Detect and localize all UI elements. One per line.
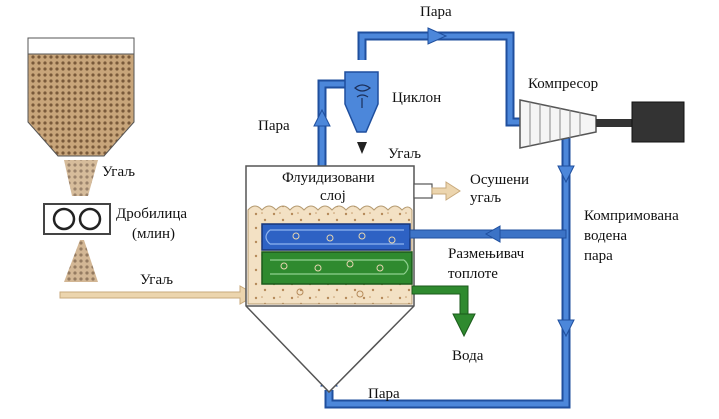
label-steam-left: Пара: [258, 118, 290, 134]
labels: Пара Пара Пара Циклон Компресор Угаљ Уга…: [102, 4, 679, 402]
crusher-icon: [43, 203, 111, 235]
label-cyclone: Циклон: [392, 90, 441, 106]
arrow-up-left: [313, 108, 331, 127]
label-dried-1: Осушени: [470, 172, 529, 188]
arrow-down-right-2: [557, 319, 575, 338]
label-dried-2: угаљ: [470, 190, 501, 206]
compressor-icon: [519, 99, 632, 149]
label-coal-feed: Угаљ: [140, 272, 173, 288]
label-steam-top: Пара: [420, 4, 452, 20]
bed-particles: [280, 232, 396, 298]
coal-feed-arrow: [59, 285, 258, 305]
heat-exchanger-water: [261, 251, 476, 338]
label-bed-2: слој: [320, 188, 346, 204]
falling-coal: [64, 160, 98, 196]
motor-icon: [631, 101, 685, 143]
arrow-right-top: [427, 27, 448, 45]
cyclone-icon: [344, 71, 379, 133]
label-compressed-1: Компримована: [584, 208, 679, 224]
arrow-left-hx: [484, 225, 501, 243]
dried-coal-outlet: [413, 181, 461, 201]
label-coal-top: Угаљ: [102, 164, 135, 180]
label-compressor: Компресор: [528, 76, 598, 92]
label-compressed-2: водена: [584, 228, 627, 244]
label-crusher-1: Дробилица: [116, 206, 187, 222]
label-bed-1: Флуидизовани: [282, 170, 375, 186]
coal-hopper: [27, 37, 135, 157]
label-steam-bottom: Пара: [368, 386, 400, 402]
crushed-coal: [64, 240, 98, 282]
heat-exchanger-steam: [261, 223, 567, 251]
label-water: Вода: [452, 348, 484, 364]
label-hx-1: Размењивач: [448, 246, 525, 262]
label-coal-cyclone: Угаљ: [388, 146, 421, 162]
arrow-down-right-1: [557, 165, 575, 184]
cyclone-coal-arrow: [357, 142, 367, 154]
arrow-down-water: [452, 313, 476, 338]
label-crusher-2: (млин): [132, 226, 175, 242]
label-compressed-3: пара: [584, 248, 613, 264]
label-hx-2: топлоте: [448, 266, 498, 282]
